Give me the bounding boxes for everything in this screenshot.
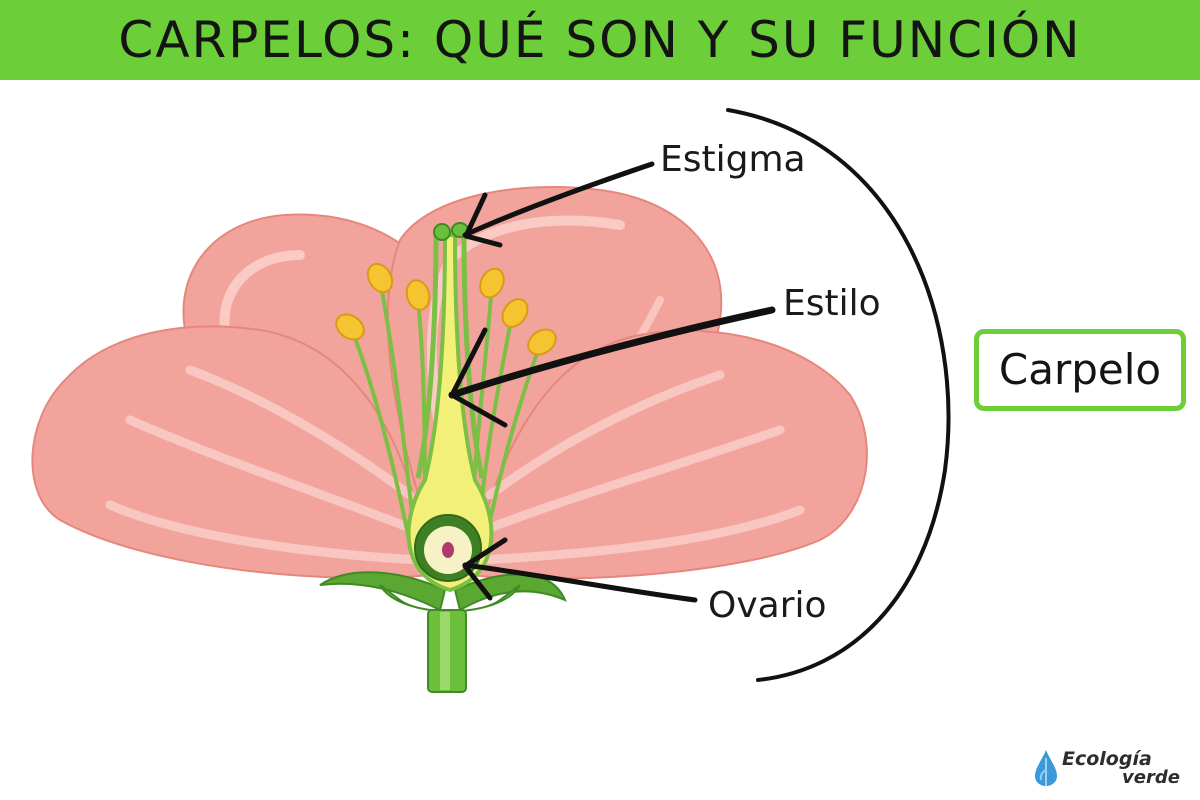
label-estigma: Estigma xyxy=(660,139,806,180)
petal-front-right xyxy=(468,329,868,580)
stem xyxy=(379,584,521,693)
page-title: CARPELOS: QUÉ SON Y SU FUNCIÓN xyxy=(118,11,1082,69)
carpelo-label-box: Carpelo xyxy=(974,329,1186,411)
logo-text-verde: verde xyxy=(1122,767,1180,788)
logo-text-ecologia: Ecología xyxy=(1062,748,1152,770)
anthers xyxy=(335,262,557,356)
pointer-arrows xyxy=(448,161,776,603)
label-estilo: Estilo xyxy=(783,283,881,324)
ecologia-verde-logo: Ecología verde xyxy=(1032,748,1192,790)
ovule xyxy=(442,542,454,558)
carpelo-label: Carpelo xyxy=(998,345,1162,394)
petal-front-left xyxy=(31,325,432,579)
water-drop-icon xyxy=(1035,750,1057,786)
label-ovario: Ovario xyxy=(708,585,827,626)
carpel-bracket xyxy=(726,108,951,682)
sepals xyxy=(319,571,567,612)
stigma-tip xyxy=(433,223,451,241)
title-banner: CARPELOS: QUÉ SON Y SU FUNCIÓN xyxy=(0,0,1200,80)
